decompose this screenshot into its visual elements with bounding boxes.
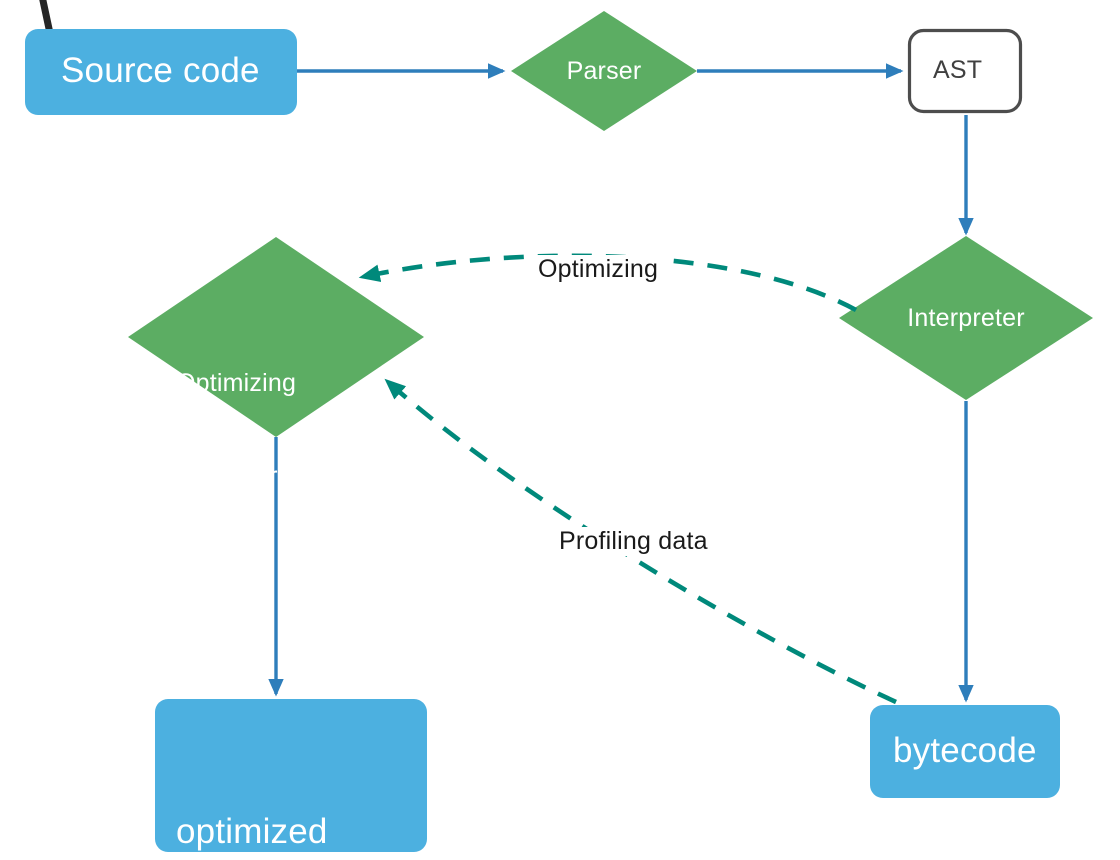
edge-bytecode-to-compiler — [384, 378, 897, 705]
node-optimizing-compiler[interactable] — [128, 237, 424, 437]
node-parser[interactable] — [511, 11, 697, 131]
node-ast[interactable] — [907, 28, 1023, 114]
node-optimized-machine-code[interactable] — [155, 699, 427, 852]
node-source-code[interactable] — [25, 29, 297, 115]
edge-interpreter-to-compiler — [358, 253, 858, 313]
node-interpreter[interactable] — [839, 236, 1093, 400]
node-bytecode[interactable] — [870, 705, 1060, 798]
